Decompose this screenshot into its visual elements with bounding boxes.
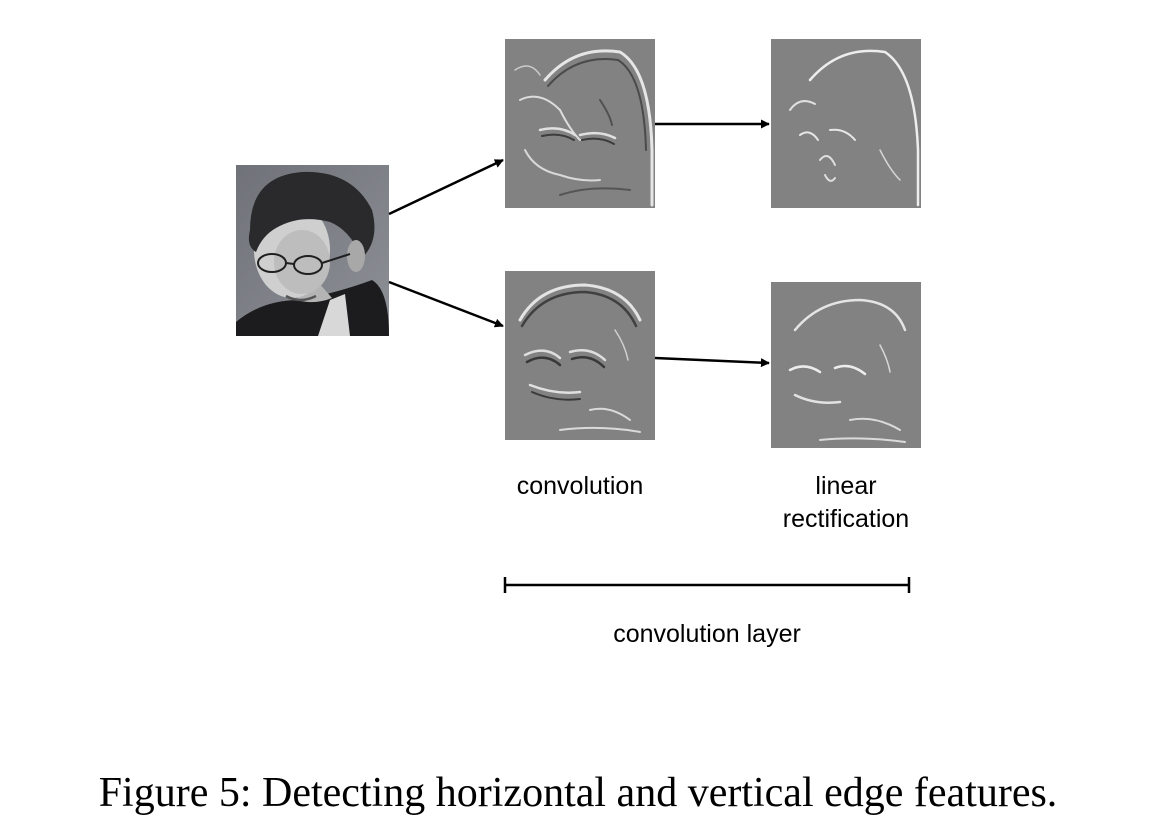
label-linear-line2: rectification xyxy=(782,505,910,533)
feature-map-relu-top xyxy=(771,39,921,208)
figure-caption: Figure 5: Detecting horizontal and verti… xyxy=(98,770,1058,816)
convolution-layer-bracket xyxy=(503,577,911,593)
arrow-input-to-conv-top xyxy=(388,158,504,216)
label-convolution-layer: convolution layer xyxy=(613,620,801,648)
arrow-input-to-conv-bottom xyxy=(388,280,504,328)
feature-map-relu-bottom xyxy=(771,282,921,448)
feature-map-conv-top xyxy=(505,39,655,208)
label-convolution: convolution xyxy=(516,472,644,500)
label-linear-rectification: linear rectification xyxy=(751,470,941,536)
input-photo xyxy=(236,165,389,336)
arrow-conv-to-relu-bottom xyxy=(654,356,770,368)
arrows xyxy=(388,119,770,368)
feature-map-conv-bottom xyxy=(505,271,655,440)
label-linear-line1: linear xyxy=(815,472,877,500)
